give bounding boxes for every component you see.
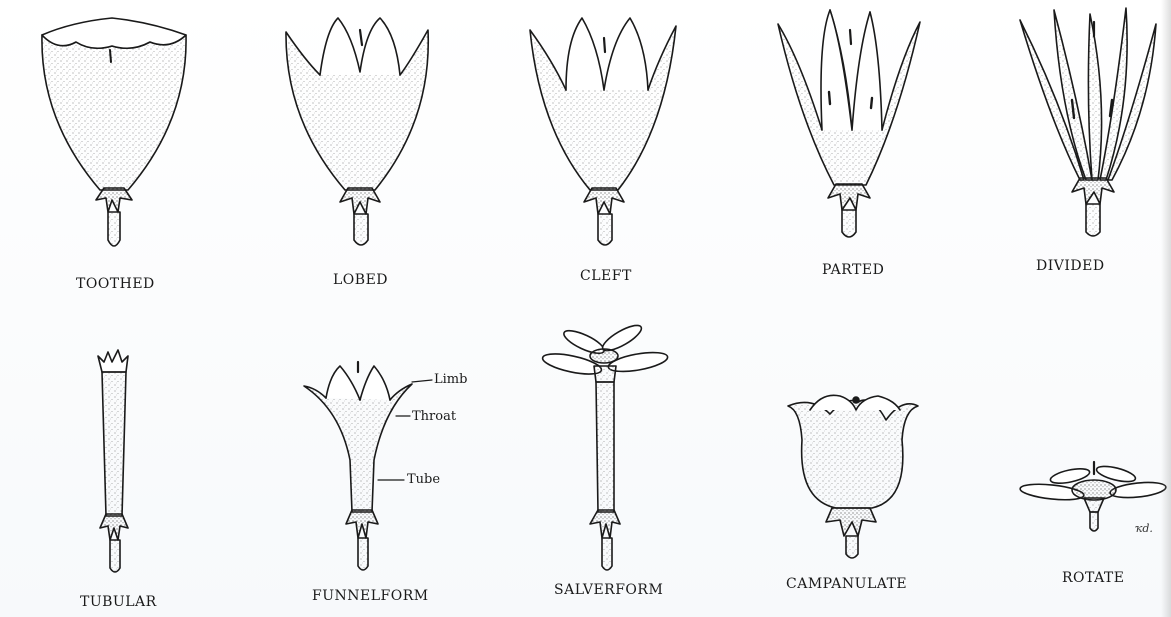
page-edge <box>1161 0 1171 617</box>
part-label-tube: Tube <box>407 472 440 487</box>
divided-flower-icon <box>1020 8 1156 236</box>
parted-flower-icon <box>778 10 920 237</box>
label-funnelform: FUNNELFORM <box>312 588 429 604</box>
label-toothed: TOOTHED <box>76 276 155 292</box>
salverform-flower-icon <box>541 321 669 570</box>
toothed-flower-icon <box>42 18 186 246</box>
label-campanulate: CAMPANULATE <box>786 576 907 592</box>
cleft-flower-icon <box>530 18 676 245</box>
lobed-flower-icon <box>286 18 428 245</box>
part-label-throat: Throat <box>412 409 456 424</box>
label-parted: PARTED <box>822 262 884 278</box>
label-cleft: CLEFT <box>580 268 632 284</box>
artist-initials: ҡd. <box>1135 522 1153 535</box>
label-lobed: LOBED <box>333 272 388 288</box>
rotate-flower-icon <box>1019 462 1166 531</box>
campanulate-flower-icon <box>788 395 918 558</box>
label-divided: DIVIDED <box>1036 258 1105 274</box>
funnelform-flower-icon <box>304 362 432 570</box>
part-label-limb: Limb <box>434 372 467 387</box>
label-rotate: ROTATE <box>1062 570 1125 586</box>
label-tubular: TUBULAR <box>80 594 157 610</box>
tubular-flower-icon <box>98 350 128 572</box>
label-salverform: SALVERFORM <box>554 582 663 598</box>
